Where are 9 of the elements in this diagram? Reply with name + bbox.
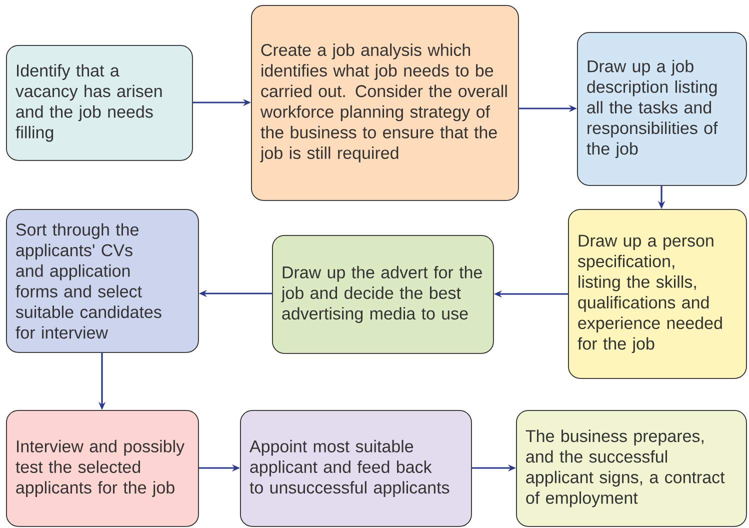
process-box: Interview and possibly test the selected applicants for the job xyxy=(6,410,199,527)
process-box: Draw up a job description listing all the tasks and responsibilities of the job xyxy=(577,32,747,186)
process-box: Create a job analysis which identifies what job needs to be carried out. Consider the overall workforce planning strategy of the business to ensure that the job is still required xyxy=(251,5,519,201)
process-box: Appoint most suitable applicant and feed back to unsuccessful applicants xyxy=(240,410,472,527)
process-box: Draw up a person specification, listing the skills, qualifications and experience needed for the job xyxy=(568,209,747,379)
process-box: The business prepares, and the successful applicant signs, a contract of employment xyxy=(516,410,747,527)
process-box: Sort through the applicants' CVs and application forms and select suitable candidates for interview xyxy=(6,209,199,353)
process-box: Identify that a vacancy has arisen and the job needs filling xyxy=(6,45,193,161)
process-box: Draw up the advert for the job and decide the best advertising media to use xyxy=(272,235,494,354)
